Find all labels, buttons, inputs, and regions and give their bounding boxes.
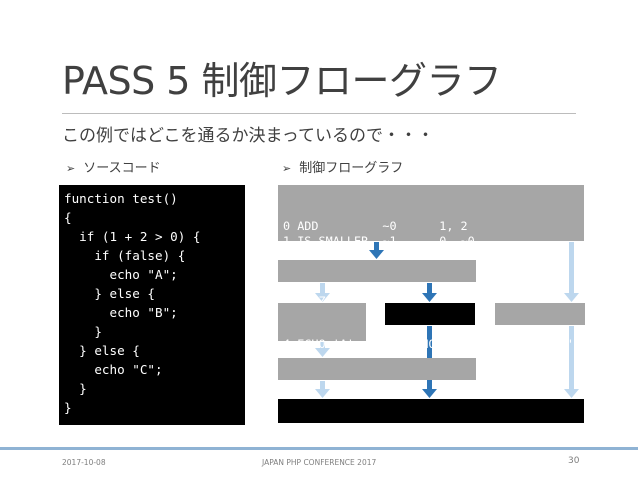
arrow-block8-to-block9: [569, 326, 574, 391]
cfg-block-9: 9 RETURN null: [278, 399, 584, 448]
title-divider: [62, 113, 576, 114]
arrow-block0-to-block3-head: [369, 250, 384, 259]
footer-conference: JAPAN PHP CONFERENCE 2017: [262, 458, 377, 467]
bullet-control-flow-graph: ➢ 制御フローグラフ: [282, 160, 403, 178]
code-line: if (false) {: [64, 248, 186, 263]
arrow-block7-to-block9: [320, 381, 325, 391]
bullet-label: ソースコード: [83, 161, 161, 176]
cfg-op: 9 RETURN null: [283, 434, 383, 448]
code-line: echo "B";: [64, 305, 178, 320]
cfg-op: 6 ECHO 'B': [393, 337, 465, 351]
cfg-op: 0 ADD ~0 1, 2: [283, 219, 468, 233]
cfg-op: 8 ECHO 'C': [503, 337, 575, 351]
arrow-block0-to-block8-head: [564, 293, 579, 302]
slide-subtitle: この例ではどこを通るか決まっているので・・・: [62, 126, 434, 146]
code-line: } else {: [64, 286, 155, 301]
arrow-block7-to-block9-head: [315, 389, 330, 398]
arrow-block3-to-block4-head: [315, 293, 330, 302]
code-line: echo "C";: [64, 362, 163, 377]
cfg-op: 4 ECHO 'A': [283, 337, 355, 351]
code-line: } else {: [64, 343, 140, 358]
cfg-block-6: 6 ECHO 'B': [385, 303, 475, 351]
code-line: }: [64, 400, 72, 415]
code-line: if (1 + 2 > 0) {: [64, 229, 201, 244]
arrow-bullet-icon: ➢: [282, 162, 292, 175]
cfg-block-7: 7 JMP ->9: [278, 358, 476, 406]
cfg-op: 2 JMPZ ~1, ->8: [283, 249, 489, 263]
code-line: }: [64, 324, 102, 339]
cfg-op: 1 IS_SMALLER ~1 0, ~0: [283, 234, 475, 248]
arrow-block3-to-block4: [320, 283, 325, 295]
code-line: function test(): [64, 191, 178, 206]
arrow-block0-to-block8: [569, 242, 574, 295]
arrow-block3-to-block6-head: [422, 293, 437, 302]
arrow-block8-to-block9-head: [564, 389, 579, 398]
source-code-block: function test() { if (1 + 2 > 0) { if (f…: [59, 185, 245, 425]
arrow-block6-to-block9-head: [422, 389, 437, 398]
code-line: {: [64, 210, 72, 225]
arrow-block0-to-block3: [374, 242, 379, 251]
page-number: 30: [568, 456, 580, 466]
code-line: }: [64, 381, 87, 396]
arrow-block3-to-block6: [427, 283, 432, 295]
cfg-block-4: 4 ECHO 'A'5 JMP ->7: [278, 303, 366, 366]
footer-date: 2017-10-08: [62, 458, 106, 467]
arrow-block4-to-block7-head: [315, 348, 330, 357]
cfg-block-3: 3 JMPZ <bool>, ->6: [278, 260, 476, 308]
footer-divider: [0, 447, 638, 450]
code-line: echo "A";: [64, 267, 178, 282]
cfg-block-8: 8 ECHO 'C': [495, 303, 585, 351]
bullet-label: 制御フローグラフ: [299, 161, 404, 176]
arrow-block4-to-block7: [320, 342, 325, 350]
arrow-bullet-icon: ➢: [66, 162, 76, 175]
bullet-source-code: ➢ ソースコード: [66, 160, 161, 178]
slide-title: PASS 5 制御フローグラフ: [62, 59, 502, 103]
